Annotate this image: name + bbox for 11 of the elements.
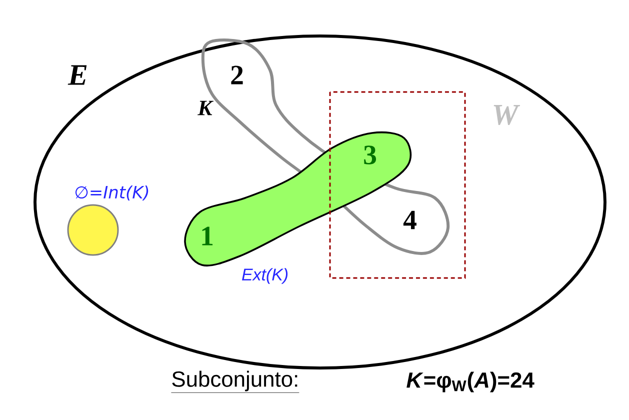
window-label: W — [494, 104, 520, 126]
region-number: 3 — [364, 146, 376, 164]
region-number: 2 — [231, 66, 243, 84]
region-number: 1 — [202, 226, 213, 246]
underlined-word: Subconjunto: — [171, 370, 300, 393]
formula-text: K=φ$_{W}$(A)=24 — [406, 372, 534, 392]
set-formula: ∅=Int(K) — [75, 185, 148, 201]
set-label: E — [68, 65, 87, 85]
region-number: 4 — [403, 210, 416, 230]
set-label: K — [198, 100, 214, 116]
set-formula: Ext(K) — [242, 268, 288, 284]
